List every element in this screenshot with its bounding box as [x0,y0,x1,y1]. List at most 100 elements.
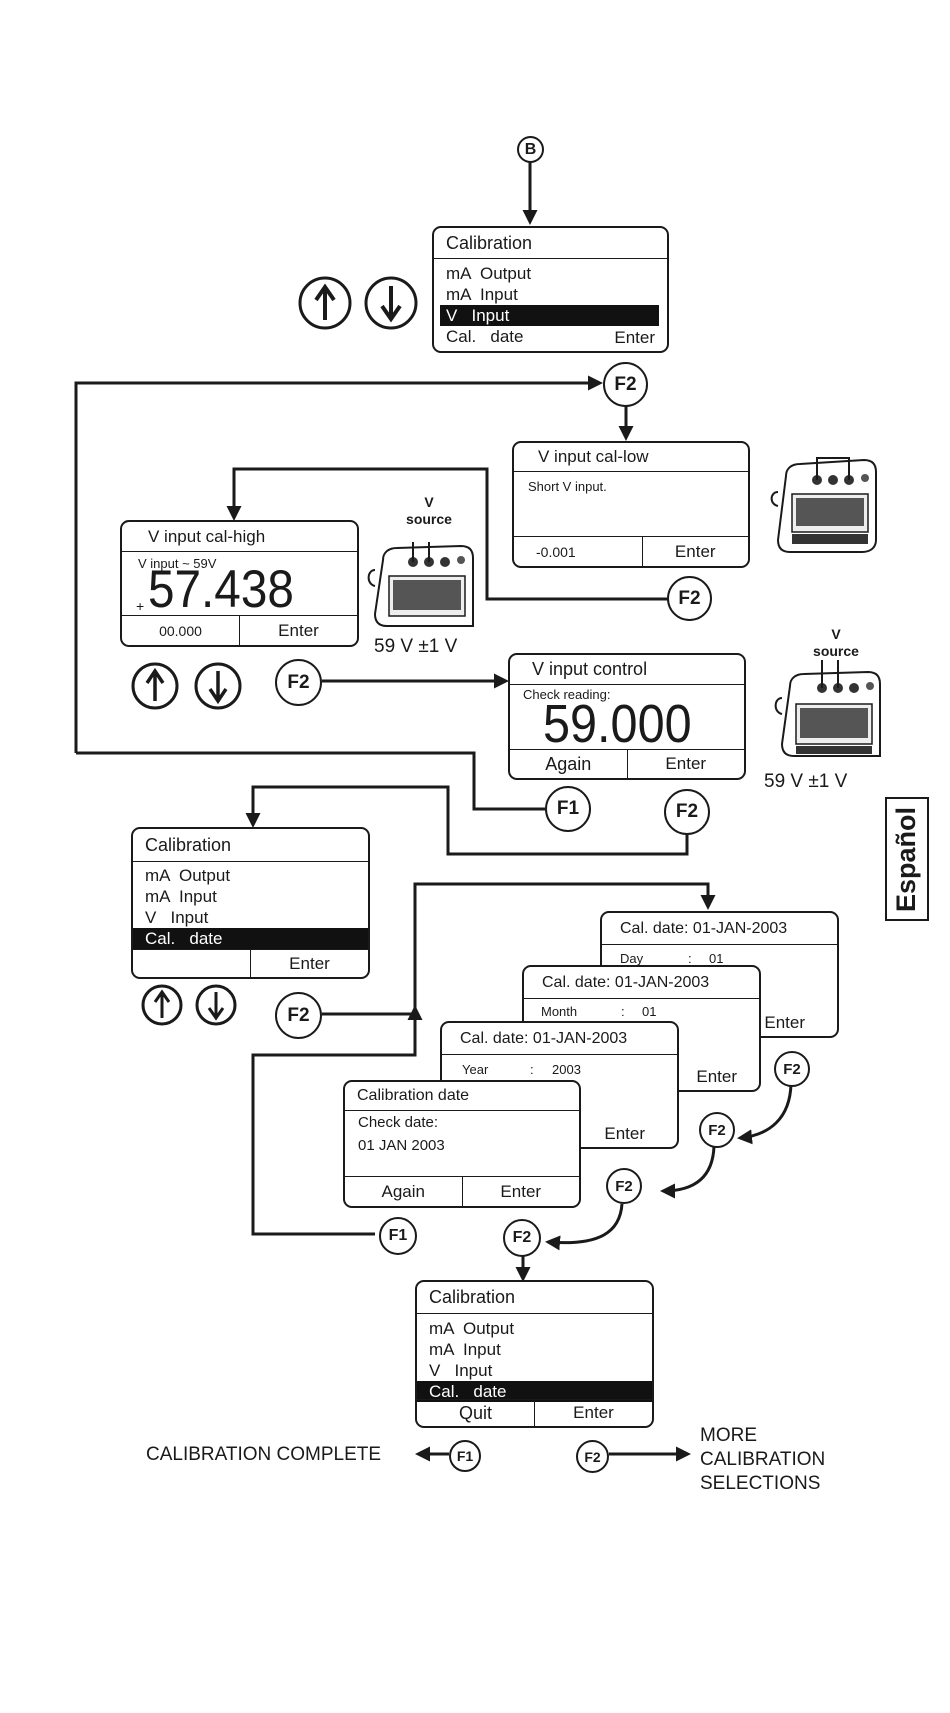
arrow-keys-2 [131,662,242,710]
menu-list: mA Output mA Input V Input Cal. date [417,1318,652,1402]
screen-title: V input control [510,655,744,685]
menu-item-ma-input[interactable]: mA Input [145,887,217,906]
enter-softkey[interactable]: Enter [239,616,357,645]
field-label: Year [462,1062,489,1077]
arrow-keys-3 [141,984,237,1026]
screen-title: Calibration [434,228,667,259]
down-arrow-icon[interactable] [195,984,237,1026]
field-value[interactable]: 01 [709,951,724,966]
enter-softkey[interactable]: Enter [250,950,368,977]
screen-title: Cal. date: 01-JAN-2003 [442,1023,677,1055]
down-arrow-icon[interactable] [364,276,418,330]
f2-key-icon[interactable]: F2 [699,1112,735,1148]
menu-item-cal-date[interactable]: Cal. date [133,928,368,949]
enter-softkey[interactable]: Enter [461,1177,580,1206]
again-softkey[interactable]: Again [381,1181,425,1201]
f2-key-icon[interactable]: F2 [576,1440,609,1473]
calibrator-device-icon [770,457,877,553]
subtitle-text: Check reading: [523,687,611,702]
enter-softkey[interactable]: Enter [764,1013,805,1032]
language-tab: Español [885,797,929,921]
screen-title: Calibration [133,829,368,862]
instruction-text: Short V input. [528,479,607,494]
enter-softkey[interactable]: Enter [614,328,655,347]
screen-title: V input cal-high [122,522,357,552]
field-separator: : [621,1004,625,1019]
menu-item-cal-date[interactable]: Cal. date [446,327,524,346]
connector-b: B [517,136,544,163]
value-readout: -0.001 [536,543,576,560]
field-separator: : [530,1062,534,1077]
cal-high-screen: V input cal-high V input ~ 59V + 57.438 … [120,520,359,647]
control-screen: V input control Check reading: 59.000 Ag… [508,653,746,780]
screen-title: Cal. date: 01-JAN-2003 [524,967,759,999]
up-arrow-icon[interactable] [141,984,183,1026]
screen-title: Calibration date [345,1082,579,1111]
softkey-bar: Quit Enter [417,1399,652,1426]
arrow-day-to-month [737,1083,793,1145]
f2-key-icon[interactable]: F2 [275,659,322,706]
menu-item-ma-input[interactable]: mA Input [446,285,518,304]
field-value[interactable]: 01 [642,1004,657,1019]
field-value[interactable]: 2003 [552,1062,581,1077]
voltage-spec: 59 V ±1 V [764,771,848,792]
arrow-loop-to-f2 [74,375,603,753]
enter-softkey[interactable]: Enter [696,1067,737,1086]
f1-key-icon[interactable]: F1 [379,1217,417,1255]
softkey-bar: -0.001 Enter [514,536,748,566]
calibration-menu-screen: Calibration mA Output mA Input V Input C… [415,1280,654,1428]
again-softkey[interactable]: Again [545,753,592,774]
menu-item-ma-output[interactable]: mA Output [446,264,532,283]
calibrator-device-icon [774,660,881,757]
f2-key-icon[interactable]: F2 [667,576,712,621]
calibration-menu-screen: Calibration mA Output mA Input V Input C… [131,827,370,979]
subtitle-text: V input ~ 59V [138,556,217,571]
arrow-month-to-year [660,1145,716,1199]
field-label: Day [620,951,644,966]
check-date-label: Check date: [358,1114,439,1131]
menu-list: mA Output mA Input V Input Cal. date [434,263,667,347]
up-arrow-icon[interactable] [131,662,179,710]
enter-softkey[interactable]: Enter [641,537,749,566]
f2-key-icon[interactable]: F2 [603,362,648,407]
f2-key-icon[interactable]: F2 [503,1219,541,1257]
v-source-label: V source [406,494,452,527]
enter-softkey[interactable]: Enter [534,1400,652,1426]
softkey-bar: Again Enter [510,749,744,778]
screen-title: V input cal-low [514,443,748,472]
down-arrow-icon[interactable] [194,662,242,710]
calibrator-device-icon [367,542,474,627]
menu-item-ma-output[interactable]: mA Output [145,866,231,885]
screen-title: Cal. date: 01-JAN-2003 [602,913,837,945]
field-separator: : [688,951,692,966]
f1-key-icon[interactable]: F1 [449,1440,481,1472]
empty-softkey [133,950,250,977]
quit-softkey[interactable]: Quit [458,1402,492,1423]
menu-item-cal-date[interactable]: Cal. date [417,1381,652,1402]
softkey-bar: Enter [133,949,368,977]
softkey-bar: Again Enter [345,1176,579,1206]
menu-item-v-input[interactable]: V Input [145,908,209,927]
f2-key-icon[interactable]: F2 [606,1168,642,1204]
menu-item-v-input[interactable]: V Input [440,305,659,326]
enter-softkey[interactable]: Enter [604,1124,645,1143]
menu-item-ma-output[interactable]: mA Output [429,1319,515,1338]
menu-list: mA Output mA Input V Input Cal. date [133,865,368,949]
f2-key-icon[interactable]: F2 [275,992,322,1039]
arrow-f2-to-date [322,882,716,1016]
up-arrow-icon[interactable] [298,276,352,330]
language-tab-label: Español [891,806,922,912]
screen-title: Calibration [417,1282,652,1314]
cal-low-screen: V input cal-low Short V input. -0.001 En… [512,441,750,568]
f2-key-icon[interactable]: F2 [774,1051,810,1087]
f1-key-icon[interactable]: F1 [545,786,591,832]
menu-item-v-input[interactable]: V Input [429,1361,493,1380]
big-reading: 59.000 [543,694,692,754]
menu-item-ma-input[interactable]: mA Input [429,1340,501,1359]
calibration-complete-label: CALIBRATION COMPLETE [146,1444,382,1465]
enter-softkey[interactable]: Enter [626,750,745,778]
voltage-spec: 59 V ±1 V [374,636,458,657]
sign-indicator: + [136,598,145,614]
f2-key-icon[interactable]: F2 [664,789,710,835]
